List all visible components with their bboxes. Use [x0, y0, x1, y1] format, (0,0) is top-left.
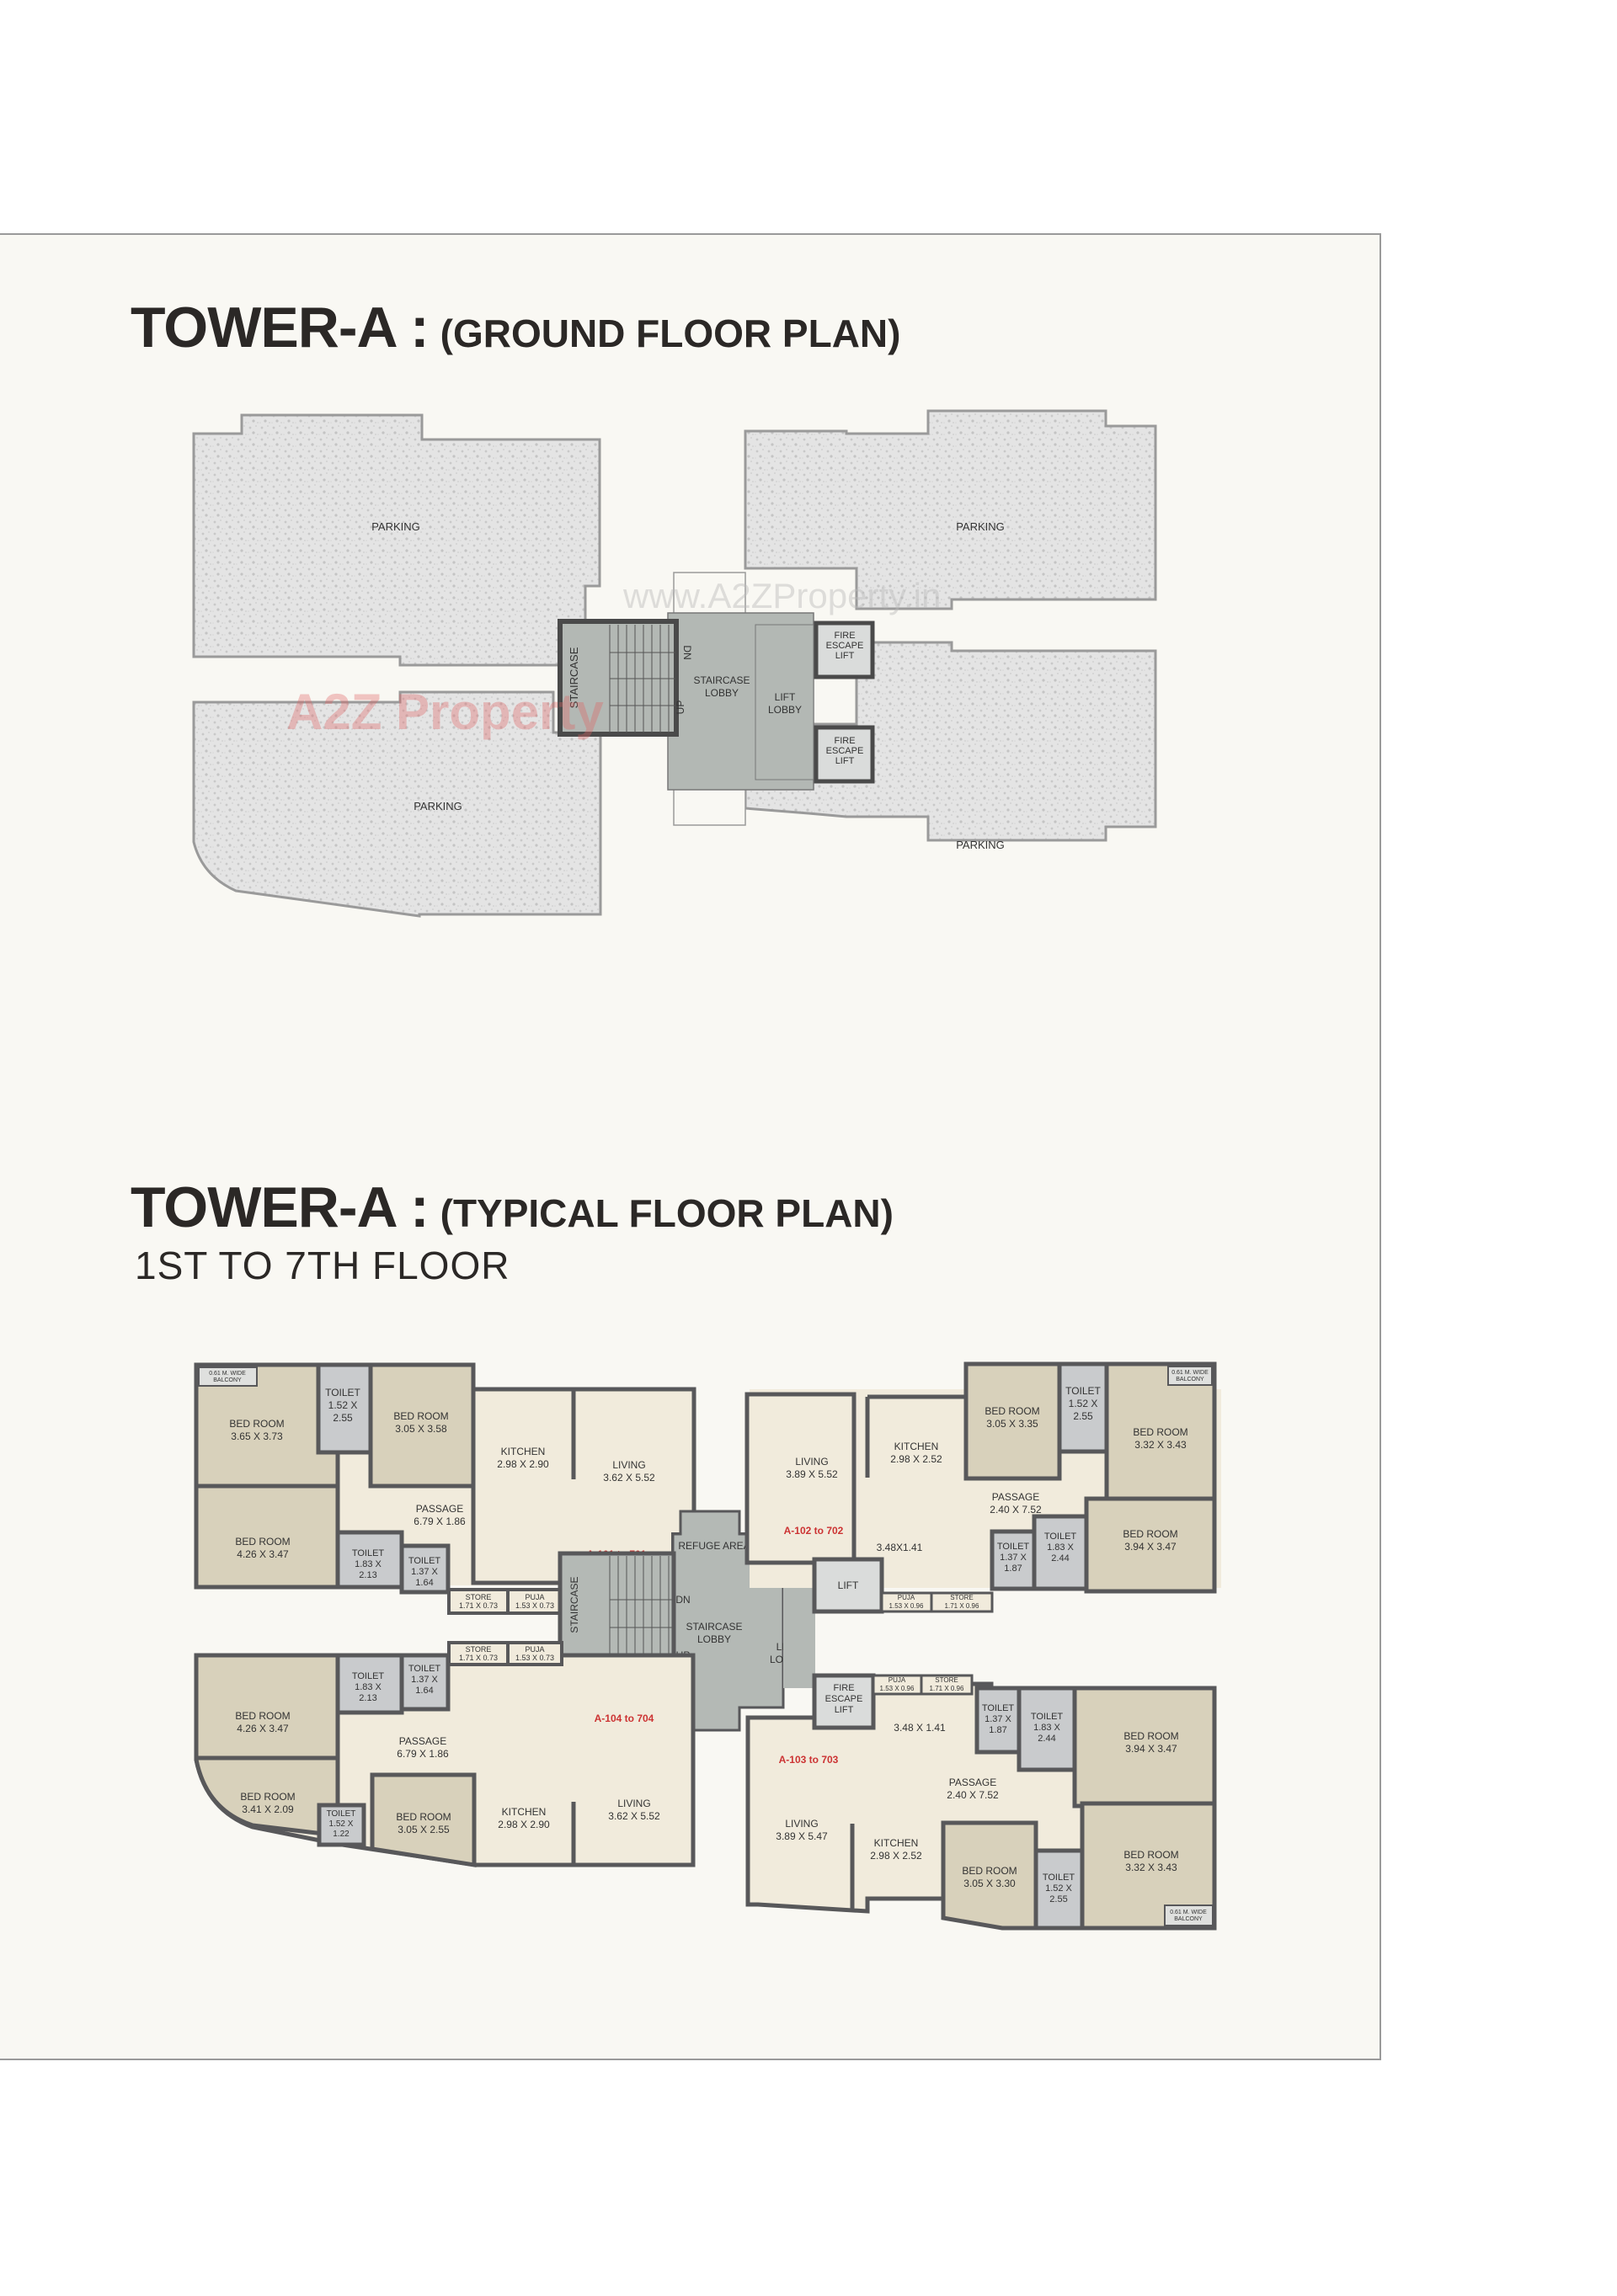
typical-floor-title: TOWER-A :(TYPICAL FLOOR PLAN) — [131, 1175, 894, 1240]
fel2-label-2: ESCAPE — [826, 746, 864, 756]
parking-area-bottom-left: PARKING — [192, 690, 602, 918]
fel2-label-1: FIRE — [834, 736, 855, 746]
staircase-lobby-label-1: STAIRCASE — [693, 674, 750, 686]
parking-area-top-right: PARKING — [744, 409, 1157, 610]
staircase-label: STAIRCASE — [568, 647, 580, 708]
parking-area-top-left: PARKING — [192, 413, 601, 667]
up-label: UP — [675, 701, 686, 715]
lift-lobby-area — [755, 624, 814, 780]
ground-floor-title-sub: (GROUND FLOOR PLAN) — [440, 312, 901, 355]
fel1-label-1: FIRE — [834, 631, 855, 641]
typical-floor-subtitle: 1ST TO 7TH FLOOR — [135, 1244, 510, 1287]
fire-escape-lift-2 — [814, 725, 875, 784]
entry-corridor-top — [673, 572, 746, 615]
watermark-url: www.A2ZProperty.in — [622, 576, 941, 615]
parking-label: PARKING — [956, 520, 1005, 533]
ground-floor-title: TOWER-A :(GROUND FLOOR PLAN) — [131, 295, 900, 360]
parking-label: PARKING — [371, 520, 420, 533]
fel2-label-3: LIFT — [835, 756, 855, 766]
parking-area-bottom-right: PARKING — [744, 641, 1157, 851]
dn-label: DN — [681, 645, 693, 659]
fel1-label-2: ESCAPE — [826, 641, 864, 651]
ground-floor-plan: PARKING PARKING PARKING PARKING STAIRCAS… — [192, 409, 1157, 918]
fel1-label-3: LIFT — [835, 651, 855, 661]
ground-floor-title-main: TOWER-A : — [131, 296, 430, 360]
staircase-lobby-label-2: LOBBY — [705, 687, 739, 699]
typical-floor-title-sub: (TYPICAL FLOOR PLAN) — [440, 1191, 894, 1235]
lift-lobby-label-1: LIFT — [775, 691, 796, 703]
lift-lobby-label-2: LOBBY — [768, 704, 802, 716]
fire-escape-lift-1 — [814, 621, 875, 679]
typical-floor-title-main: TOWER-A : — [131, 1175, 430, 1239]
parking-label: PARKING — [414, 800, 462, 812]
watermark-logo: A2Z Property — [286, 684, 604, 740]
parking-label: PARKING — [956, 839, 1005, 851]
